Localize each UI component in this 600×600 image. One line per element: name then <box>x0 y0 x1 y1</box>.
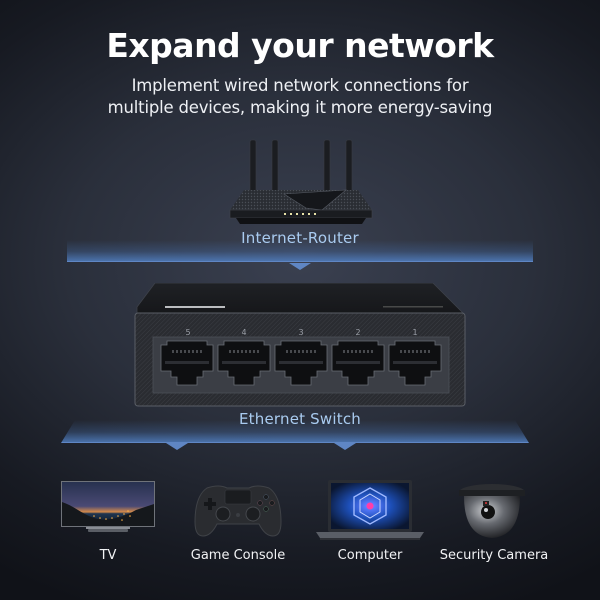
arrow-down-icon <box>334 443 356 450</box>
device-label-security-camera: Security Camera <box>439 548 549 563</box>
ethernet-switch-icon: 5 4 3 2 1 <box>133 282 467 407</box>
tv-icon <box>60 480 156 536</box>
switch-label-band <box>61 420 529 443</box>
page-subtitle: Implement wired network connections for … <box>0 75 600 119</box>
wifi-router-icon <box>226 138 376 226</box>
port-number: 3 <box>298 328 303 337</box>
port-number: 1 <box>412 328 417 337</box>
switch-label: Ethernet Switch <box>239 410 361 428</box>
router-label: Internet-Router <box>241 229 359 247</box>
subtitle-line-1: Implement wired network connections for <box>131 76 469 95</box>
device-label-computer: Computer <box>337 548 403 563</box>
subtitle-line-2: multiple devices, making it more energy-… <box>107 98 493 117</box>
port-number: 2 <box>355 328 360 337</box>
port-number: 4 <box>241 328 246 337</box>
router-label-band <box>67 240 533 262</box>
arrow-down-icon <box>289 263 311 270</box>
game-controller-icon <box>193 482 283 538</box>
port-number: 5 <box>185 328 190 337</box>
laptop-icon <box>314 480 426 542</box>
device-label-tv: TV <box>99 548 117 563</box>
page-title: Expand your network <box>106 26 494 65</box>
arrow-down-icon <box>166 443 188 450</box>
device-label-game-console: Game Console <box>190 548 286 563</box>
security-camera-icon <box>456 482 528 542</box>
